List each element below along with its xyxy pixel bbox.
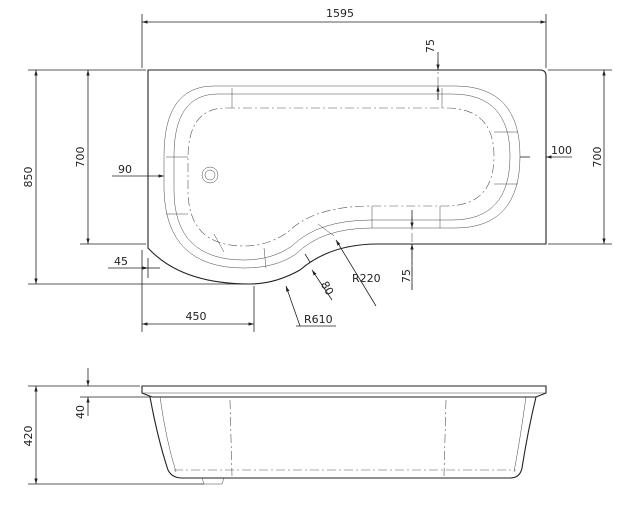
dim-overall-depth: 420 xyxy=(22,426,35,447)
bath-floor-line xyxy=(187,107,495,247)
side-waste xyxy=(201,477,225,485)
dim-curve-step: 45 xyxy=(114,255,128,268)
dim-radius-outer: R610 xyxy=(304,313,333,326)
dim-overall-width: 850 xyxy=(22,167,35,188)
bath-basin-outline xyxy=(173,93,511,261)
dim-bottom-rim: 75 xyxy=(400,269,413,283)
waste-inner-circle xyxy=(204,169,216,181)
plan-view: 1595 75 100 700 700 850 90 45 xyxy=(22,7,612,332)
side-view: 40 420 xyxy=(22,368,547,485)
dim-width-left: 700 xyxy=(74,147,87,168)
dim-rim-curve: 80 xyxy=(318,279,336,298)
dim-width-right: 700 xyxy=(591,147,604,168)
waste-outer-circle xyxy=(201,166,219,184)
bath-outer-outline xyxy=(147,69,547,285)
dim-rim-top: 75 xyxy=(424,39,437,53)
dim-end-rim: 100 xyxy=(551,144,572,157)
dim-curve-offset: 450 xyxy=(186,310,207,323)
basin-segment-lines xyxy=(166,88,518,269)
side-rim xyxy=(141,385,547,398)
dim-rim-depth: 40 xyxy=(74,405,87,419)
dim-overall-length: 1595 xyxy=(326,7,354,20)
dim-radius-inner: R220 xyxy=(352,272,381,285)
bath-inner-rim xyxy=(163,85,521,269)
side-body xyxy=(149,396,537,479)
dim-waste-rim: 90 xyxy=(118,163,132,176)
